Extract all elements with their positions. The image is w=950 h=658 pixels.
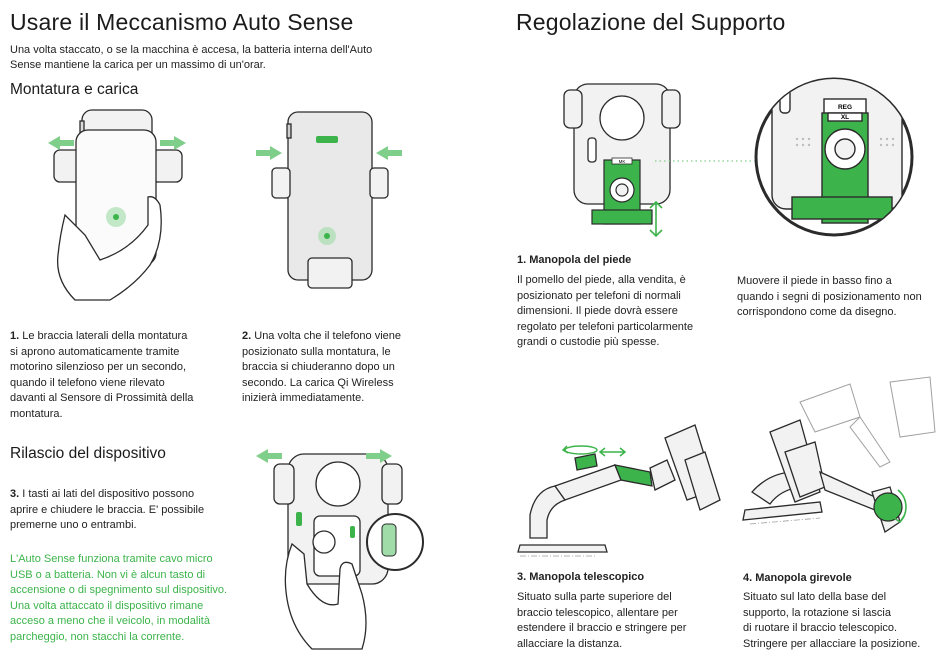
small-reg-label: MK — [619, 159, 626, 164]
mount-open-illustration — [48, 109, 186, 301]
zoom-connector — [655, 160, 773, 162]
foot2-line-2: corrispondono come da disegno. — [737, 306, 897, 318]
step1-line-5: montatura. — [10, 407, 63, 420]
intro-line-1: Una volta staccato, o se la macchina è a… — [10, 44, 373, 56]
tele-line-1: braccio telescopico, allentare per — [517, 606, 678, 619]
swivel-heading: 4. Manopola girevole — [743, 572, 852, 584]
zoom-xl-label: XL — [841, 114, 849, 121]
step1-line-0: Le braccia laterali della montatura — [22, 330, 188, 342]
zoom-reg-label: REG — [838, 104, 852, 111]
foot-line-4: grandi o custodie più spesse. — [517, 336, 660, 348]
usb-note: L'Auto Sense funziona tramite cavo micro… — [10, 552, 250, 645]
step3-text: 3. I tasti ai lati del dispositivo posso… — [10, 487, 240, 534]
telescopic-illustration — [517, 424, 721, 557]
mount-closed-illustration — [256, 111, 402, 289]
foot-line-1: posizionato per telefoni di normali — [517, 289, 681, 302]
foot-line-2: dimensioni. Il piede dovrà essere — [517, 305, 678, 317]
foot2-line-0: Muovere il piede in basso fino a — [737, 275, 892, 287]
step1-line-2: motorino silenzioso per un secondo, — [10, 361, 187, 373]
page-title-left: Usare il Meccanismo Auto Sense — [10, 9, 354, 35]
swivel-line-1: supporto, la rotazione si lascia — [743, 606, 891, 619]
foot-line-0: Il pomello del piede, alla vendita, è — [517, 274, 686, 286]
mount-heading: Montatura e carica — [10, 81, 139, 98]
swivel-illustration — [742, 376, 936, 534]
zoom-detail-illustration: REG XL — [754, 77, 914, 237]
step1-number: 1. — [10, 330, 20, 342]
tele-line-3: allacciare la distanza. — [517, 637, 623, 650]
step3-number: 3. — [10, 488, 20, 500]
tele-heading: 3. Manopola telescopico — [517, 571, 645, 583]
tele-text: Situato sulla parte superiore del bracci… — [517, 590, 732, 652]
step2-number: 2. — [242, 330, 252, 342]
step2-line-3: secondo. La carica Qi Wireless — [242, 376, 394, 389]
swivel-line-3: Stringere per allacciare la posizione. — [743, 637, 921, 650]
release-heading: Rilascio del dispositivo — [10, 445, 166, 462]
step2-line-4: inizierà immediatamente. — [242, 392, 365, 404]
foot-line-3: regolato per telefoni particolarmente — [517, 320, 694, 333]
note-line-5: parcheggio, non stacchi la corrente. — [10, 630, 185, 643]
note-line-1: USB o a batteria. Non vi è alcun tasto d… — [10, 568, 206, 581]
foot-text: Il pomello del piede, alla vendita, è po… — [517, 273, 727, 351]
step1-line-1: si aprono automaticamente tramite — [10, 345, 180, 358]
step2-text: 2. Una volta che il telefono viene posiz… — [242, 329, 442, 407]
note-line-3: Una volta attaccato il dispositivo riman… — [10, 599, 204, 612]
step3-line-1: aprire e chiudere le braccia. E' possibi… — [10, 503, 205, 516]
swivel-line-2: di ruotare il braccio telescopico. — [743, 622, 898, 634]
tele-line-2: estendere il braccio e stringere per — [517, 622, 687, 634]
note-line-2: accensione o di spegnimento sul disposit… — [10, 584, 228, 596]
foot-heading: 1. Manopola del piede — [517, 254, 632, 266]
step2-line-1: posizionato sulla montatura, le — [242, 345, 391, 358]
intro-line-2: Sense mantiene la carica per un massimo … — [10, 59, 266, 71]
foot2-line-1: quando i segni di posizionamento non — [737, 290, 922, 303]
note-line-4: acceso a meno che il veicolo, in modalit… — [10, 615, 210, 627]
step3-line-2: premerne uno o entrambi. — [10, 519, 137, 531]
step1-line-3: quando il telefono viene rilevato — [10, 376, 165, 389]
tele-line-0: Situato sulla parte superiore del — [517, 591, 672, 603]
release-illustration — [256, 449, 424, 650]
swivel-text: Situato sul lato della base del supporto… — [743, 590, 948, 652]
swivel-line-0: Situato sul lato della base del — [743, 591, 887, 603]
page-title-right: Regolazione del Supporto — [516, 9, 786, 35]
step2-line-2: braccia si chiuderanno dopo un — [242, 361, 395, 373]
foot-text-2: Muovere il piede in basso fino a quando … — [737, 274, 947, 321]
step3-line-0: I tasti ai lati del dispositivo possono — [22, 488, 195, 500]
foot-knob-illustration: MK — [563, 83, 681, 238]
step2-line-0: Una volta che il telefono viene — [254, 330, 402, 342]
step1-line-4: davanti al Sensore di Prossimità della — [10, 392, 194, 404]
note-line-0: L'Auto Sense funziona tramite cavo micro — [10, 553, 213, 565]
step1-text: 1. Le braccia laterali della montatura s… — [10, 329, 235, 422]
